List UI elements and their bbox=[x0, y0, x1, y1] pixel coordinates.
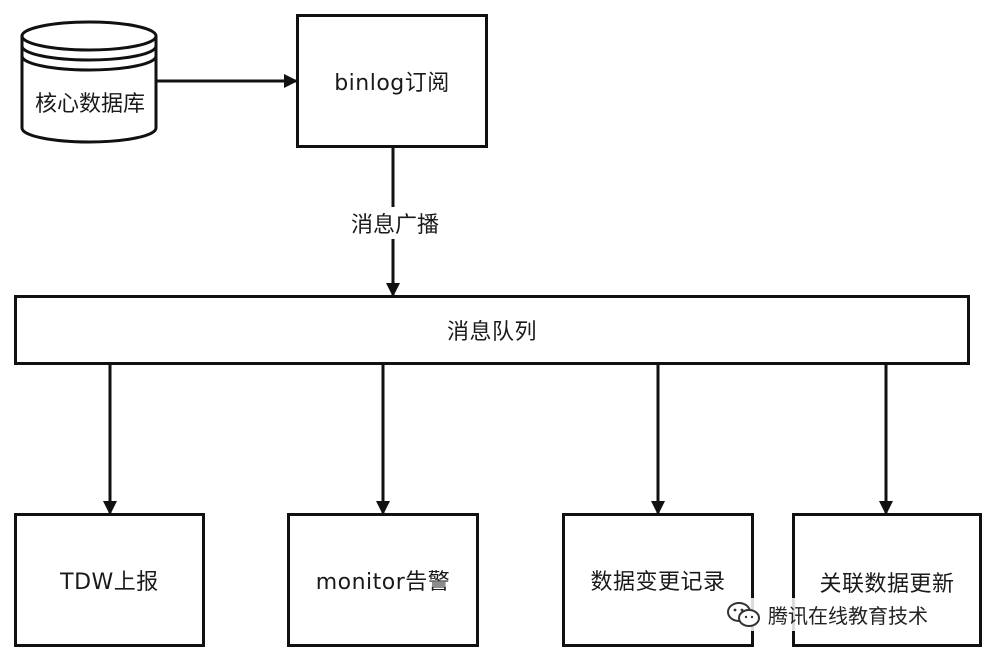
broadcast-edge-label: 消息广播 bbox=[340, 207, 450, 239]
consumer-label: monitor告警 bbox=[315, 570, 451, 595]
consumer-node-tdw: TDW上报 bbox=[14, 513, 205, 647]
binlog-subscribe-node: binlog订阅 bbox=[296, 14, 488, 148]
message-queue-label: 消息队列 bbox=[446, 320, 537, 345]
consumer-label: TDW上报 bbox=[60, 570, 159, 595]
consumer-label: 关联数据更新 bbox=[819, 572, 955, 597]
database-cylinder-icon bbox=[20, 20, 158, 144]
watermark: 腾讯在线教育技术 bbox=[722, 598, 932, 631]
binlog-subscribe-label: binlog订阅 bbox=[334, 71, 450, 96]
message-queue-node: 消息队列 bbox=[14, 295, 970, 365]
database-label: 核心数据库 bbox=[34, 92, 145, 117]
wechat-icon bbox=[727, 601, 760, 627]
consumer-node-monitor: monitor告警 bbox=[287, 513, 479, 647]
watermark-text: 腾讯在线教育技术 bbox=[768, 604, 928, 628]
consumer-label: 数据变更记录 bbox=[590, 570, 726, 595]
